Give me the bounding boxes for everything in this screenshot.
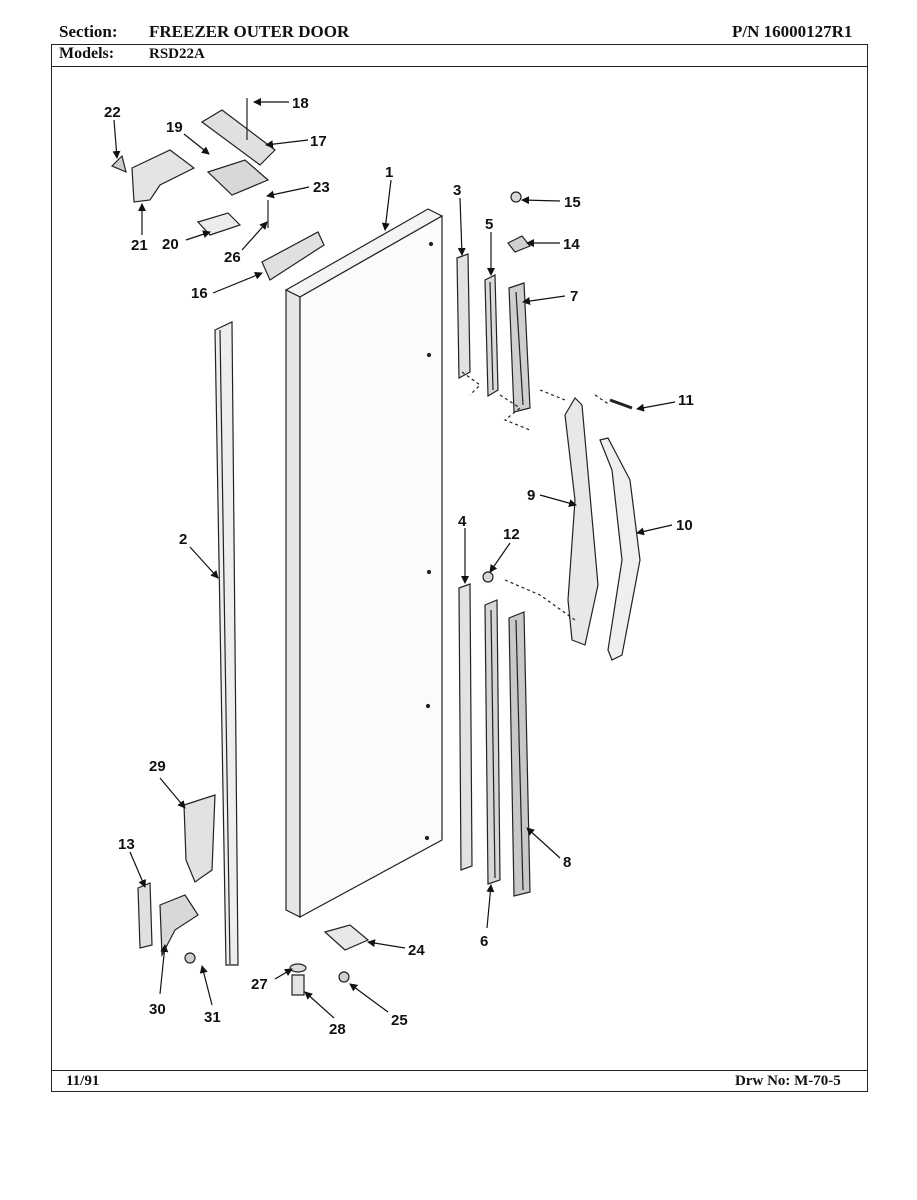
top-hinge-assembly [110, 98, 325, 281]
callout-labels: 1 2 3 4 5 6 7 8 9 10 11 12 13 14 15 16 1… [104, 95, 694, 1038]
section-label: Section: [59, 22, 118, 41]
callout-25: 25 [391, 1012, 408, 1029]
part-number: P/N 16000127R1 [732, 22, 853, 41]
callout-14: 14 [563, 236, 580, 253]
drawing-date: 11/91 [66, 1073, 100, 1089]
callout-26: 26 [224, 249, 241, 266]
callout-31: 31 [204, 1009, 221, 1026]
callout-7: 7 [570, 288, 578, 305]
callout-18: 18 [292, 95, 309, 112]
callout-20: 20 [162, 236, 179, 253]
lower-trim-pieces [458, 583, 531, 897]
callout-22: 22 [104, 104, 121, 121]
callout-28: 28 [329, 1021, 346, 1038]
header-divider [51, 66, 868, 67]
door-panel [284, 208, 444, 919]
callout-15: 15 [564, 194, 581, 211]
door-handle [504, 389, 641, 661]
section-title: FREEZER OUTER DOOR [149, 22, 350, 41]
small-hardware [482, 191, 633, 583]
callout-5: 5 [485, 216, 493, 233]
callout-17: 17 [310, 133, 327, 150]
footer-divider [51, 1070, 868, 1071]
callout-3: 3 [453, 182, 461, 199]
callout-19: 19 [166, 119, 183, 136]
drawing-number: Drw No: M-70-5 [735, 1073, 841, 1089]
callout-2: 2 [179, 531, 187, 548]
diagram-frame [51, 44, 868, 1092]
callout-27: 27 [251, 976, 268, 993]
callout-16: 16 [191, 285, 208, 302]
callout-9: 9 [527, 487, 535, 504]
callout-24: 24 [408, 942, 425, 959]
callout-8: 8 [563, 854, 571, 871]
callout-6: 6 [480, 933, 488, 950]
callout-21: 21 [131, 237, 148, 254]
callout-1: 1 [385, 164, 393, 181]
callout-30: 30 [149, 1001, 166, 1018]
upper-trim-pieces [456, 253, 531, 431]
callout-10: 10 [676, 517, 693, 534]
bottom-hinge-assembly [137, 794, 370, 996]
models-label: Models: [59, 45, 115, 62]
callout-12: 12 [503, 526, 520, 543]
door-gasket-strip [214, 321, 239, 966]
callout-4: 4 [458, 513, 467, 530]
callout-29: 29 [149, 758, 166, 775]
callout-23: 23 [313, 179, 330, 196]
callout-13: 13 [118, 836, 135, 853]
callout-11: 11 [678, 392, 694, 409]
models-value: RSD22A [149, 46, 205, 62]
